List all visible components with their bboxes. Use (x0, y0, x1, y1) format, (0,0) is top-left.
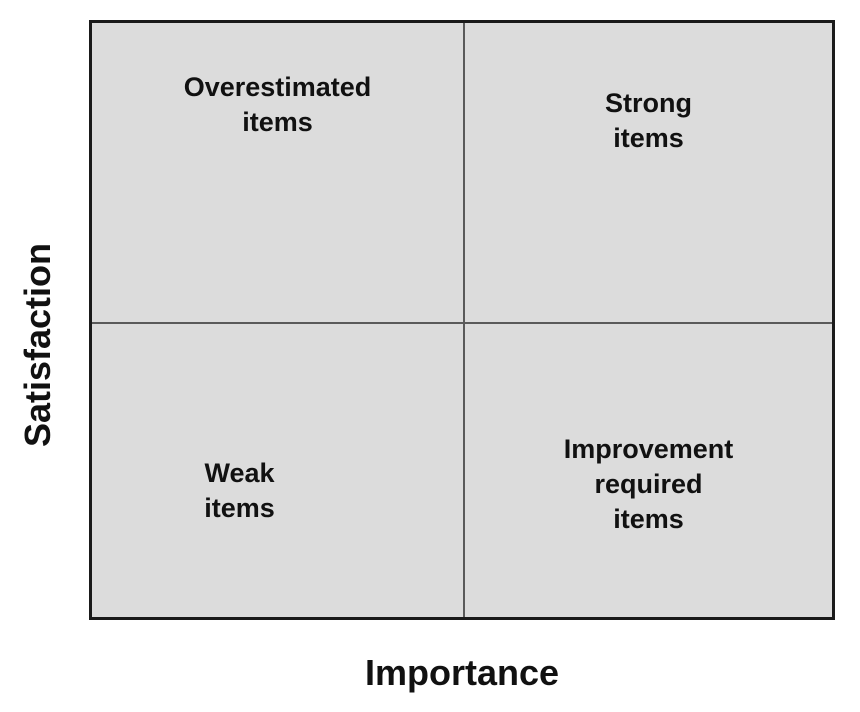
quadrant-bottom-right: Improvement required items (465, 324, 832, 617)
quadrant-label-improvement-required: Improvement required items (563, 434, 734, 534)
x-axis-label: Importance (364, 652, 560, 693)
quadrant-label-strong: Strong items (605, 87, 692, 153)
quadrant-label-weak: Weak items (204, 457, 275, 523)
vertical-divider (463, 23, 465, 617)
quadrant-label-overestimated: Overestimated items (183, 71, 372, 137)
quadrant-top-left: Overestimated items (92, 23, 463, 322)
y-axis-label: Satisfaction (17, 242, 58, 448)
importance-satisfaction-matrix: Overestimated items Strong items Weak it… (89, 20, 835, 620)
quadrant-top-right: Strong items (465, 23, 832, 322)
quadrant-bottom-left: Weak items (92, 324, 463, 617)
horizontal-divider (92, 322, 832, 324)
